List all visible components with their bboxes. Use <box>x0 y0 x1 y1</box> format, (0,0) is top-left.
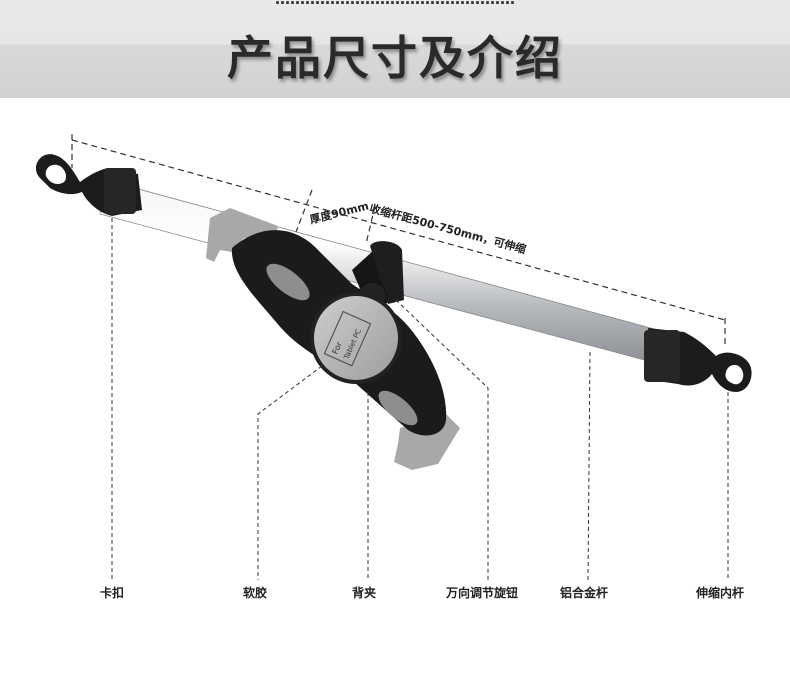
left-end-clip <box>35 154 142 216</box>
label-leader-lines <box>111 190 729 581</box>
label-back-clamp: 背夹 <box>352 586 377 600</box>
header-banner: ………………………………………… 产品尺寸及介绍 <box>0 0 790 98</box>
right-end-clip <box>644 328 752 392</box>
page-title: 产品尺寸及介绍 <box>227 31 563 85</box>
label-aluminum-rod: 铝合金杆 <box>560 586 609 600</box>
label-soft-glue: 软胶 <box>243 586 268 600</box>
dimension-guide-lines <box>71 134 726 346</box>
tablet-holder: For Tablet PC <box>206 208 460 470</box>
banner-top-text: ………………………………………… <box>0 0 790 8</box>
label-rotation-knob: 万向调节旋钮 <box>446 586 519 600</box>
banner-top-fragment: ………………………………………… <box>0 0 790 8</box>
label-clip: 卡扣 <box>100 586 125 600</box>
label-inner-rod: 伸缩内杆 <box>696 586 745 600</box>
